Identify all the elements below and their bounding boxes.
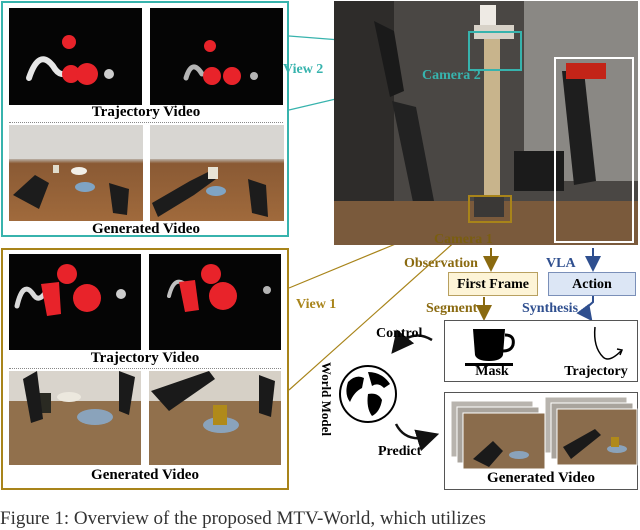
view2-panel	[1, 1, 289, 237]
view2-separator	[9, 122, 283, 123]
view1-trajectory-caption: Trajectory Video	[90, 350, 200, 366]
view1-generated-frame-1	[9, 371, 141, 465]
generated-video-stack-image	[450, 396, 638, 470]
camera2-box	[468, 31, 522, 71]
robot-scene-image	[334, 1, 638, 245]
view2-generated-caption: Generated Video	[92, 221, 200, 237]
generated-scene-image	[150, 125, 284, 217]
camera1-box	[468, 195, 512, 223]
world-model-text: World Model	[319, 361, 334, 437]
figure-caption: Figure 1: Overview of the proposed MTV-W…	[0, 508, 486, 529]
view2-label: View 2	[283, 62, 324, 77]
trajectory-curve-icon	[593, 326, 624, 360]
trajectory-mask-image	[26, 35, 114, 85]
vla-label: VLA	[546, 256, 576, 271]
action-box: Action	[548, 272, 636, 296]
trajectory-mask-image	[183, 40, 258, 85]
robot-lab-photo	[334, 1, 638, 245]
generated-video-label: Generated Video	[487, 470, 595, 486]
view1-trajectory-frame-2	[149, 254, 281, 350]
mask-label: Mask	[475, 364, 509, 379]
view1-generated-caption: Generated Video	[91, 467, 199, 483]
generated-video-box	[444, 392, 638, 490]
view2-trajectory-frame-1	[9, 8, 142, 105]
first-frame-box: First Frame	[448, 272, 538, 296]
world-model-label: World Model	[318, 344, 334, 454]
globe-icon	[338, 364, 398, 424]
vla-robot-box	[554, 57, 634, 243]
trajectory-mask-image	[14, 264, 126, 316]
predict-label: Predict	[378, 444, 422, 459]
trajectory-mask-image	[167, 264, 271, 312]
trajectory-label: Trajectory	[564, 364, 628, 379]
control-label: Control	[376, 326, 423, 341]
view1-generated-frame-2	[149, 371, 281, 465]
segment-label: Segment	[426, 301, 478, 316]
camera1-label: Camera 1	[434, 232, 493, 247]
camera2-label: Camera 2	[422, 68, 481, 83]
generated-scene-image	[9, 371, 141, 465]
mask-trajectory-box	[444, 320, 638, 382]
mask-cup-icon	[465, 329, 515, 366]
synthesis-label: Synthesis	[522, 301, 579, 316]
observation-label: Observation	[404, 256, 478, 271]
view2-trajectory-frame-2	[150, 8, 283, 105]
view1-trajectory-frame-1	[9, 254, 141, 350]
generated-scene-image	[9, 125, 143, 215]
view1-label: View 1	[296, 297, 337, 312]
view1-panel	[1, 248, 289, 490]
view2-generated-frame-1	[9, 125, 143, 221]
view2-generated-frame-2	[150, 125, 284, 221]
generated-scene-image	[149, 371, 281, 465]
view2-trajectory-caption: Trajectory Video	[91, 104, 201, 120]
view1-separator	[9, 368, 281, 369]
